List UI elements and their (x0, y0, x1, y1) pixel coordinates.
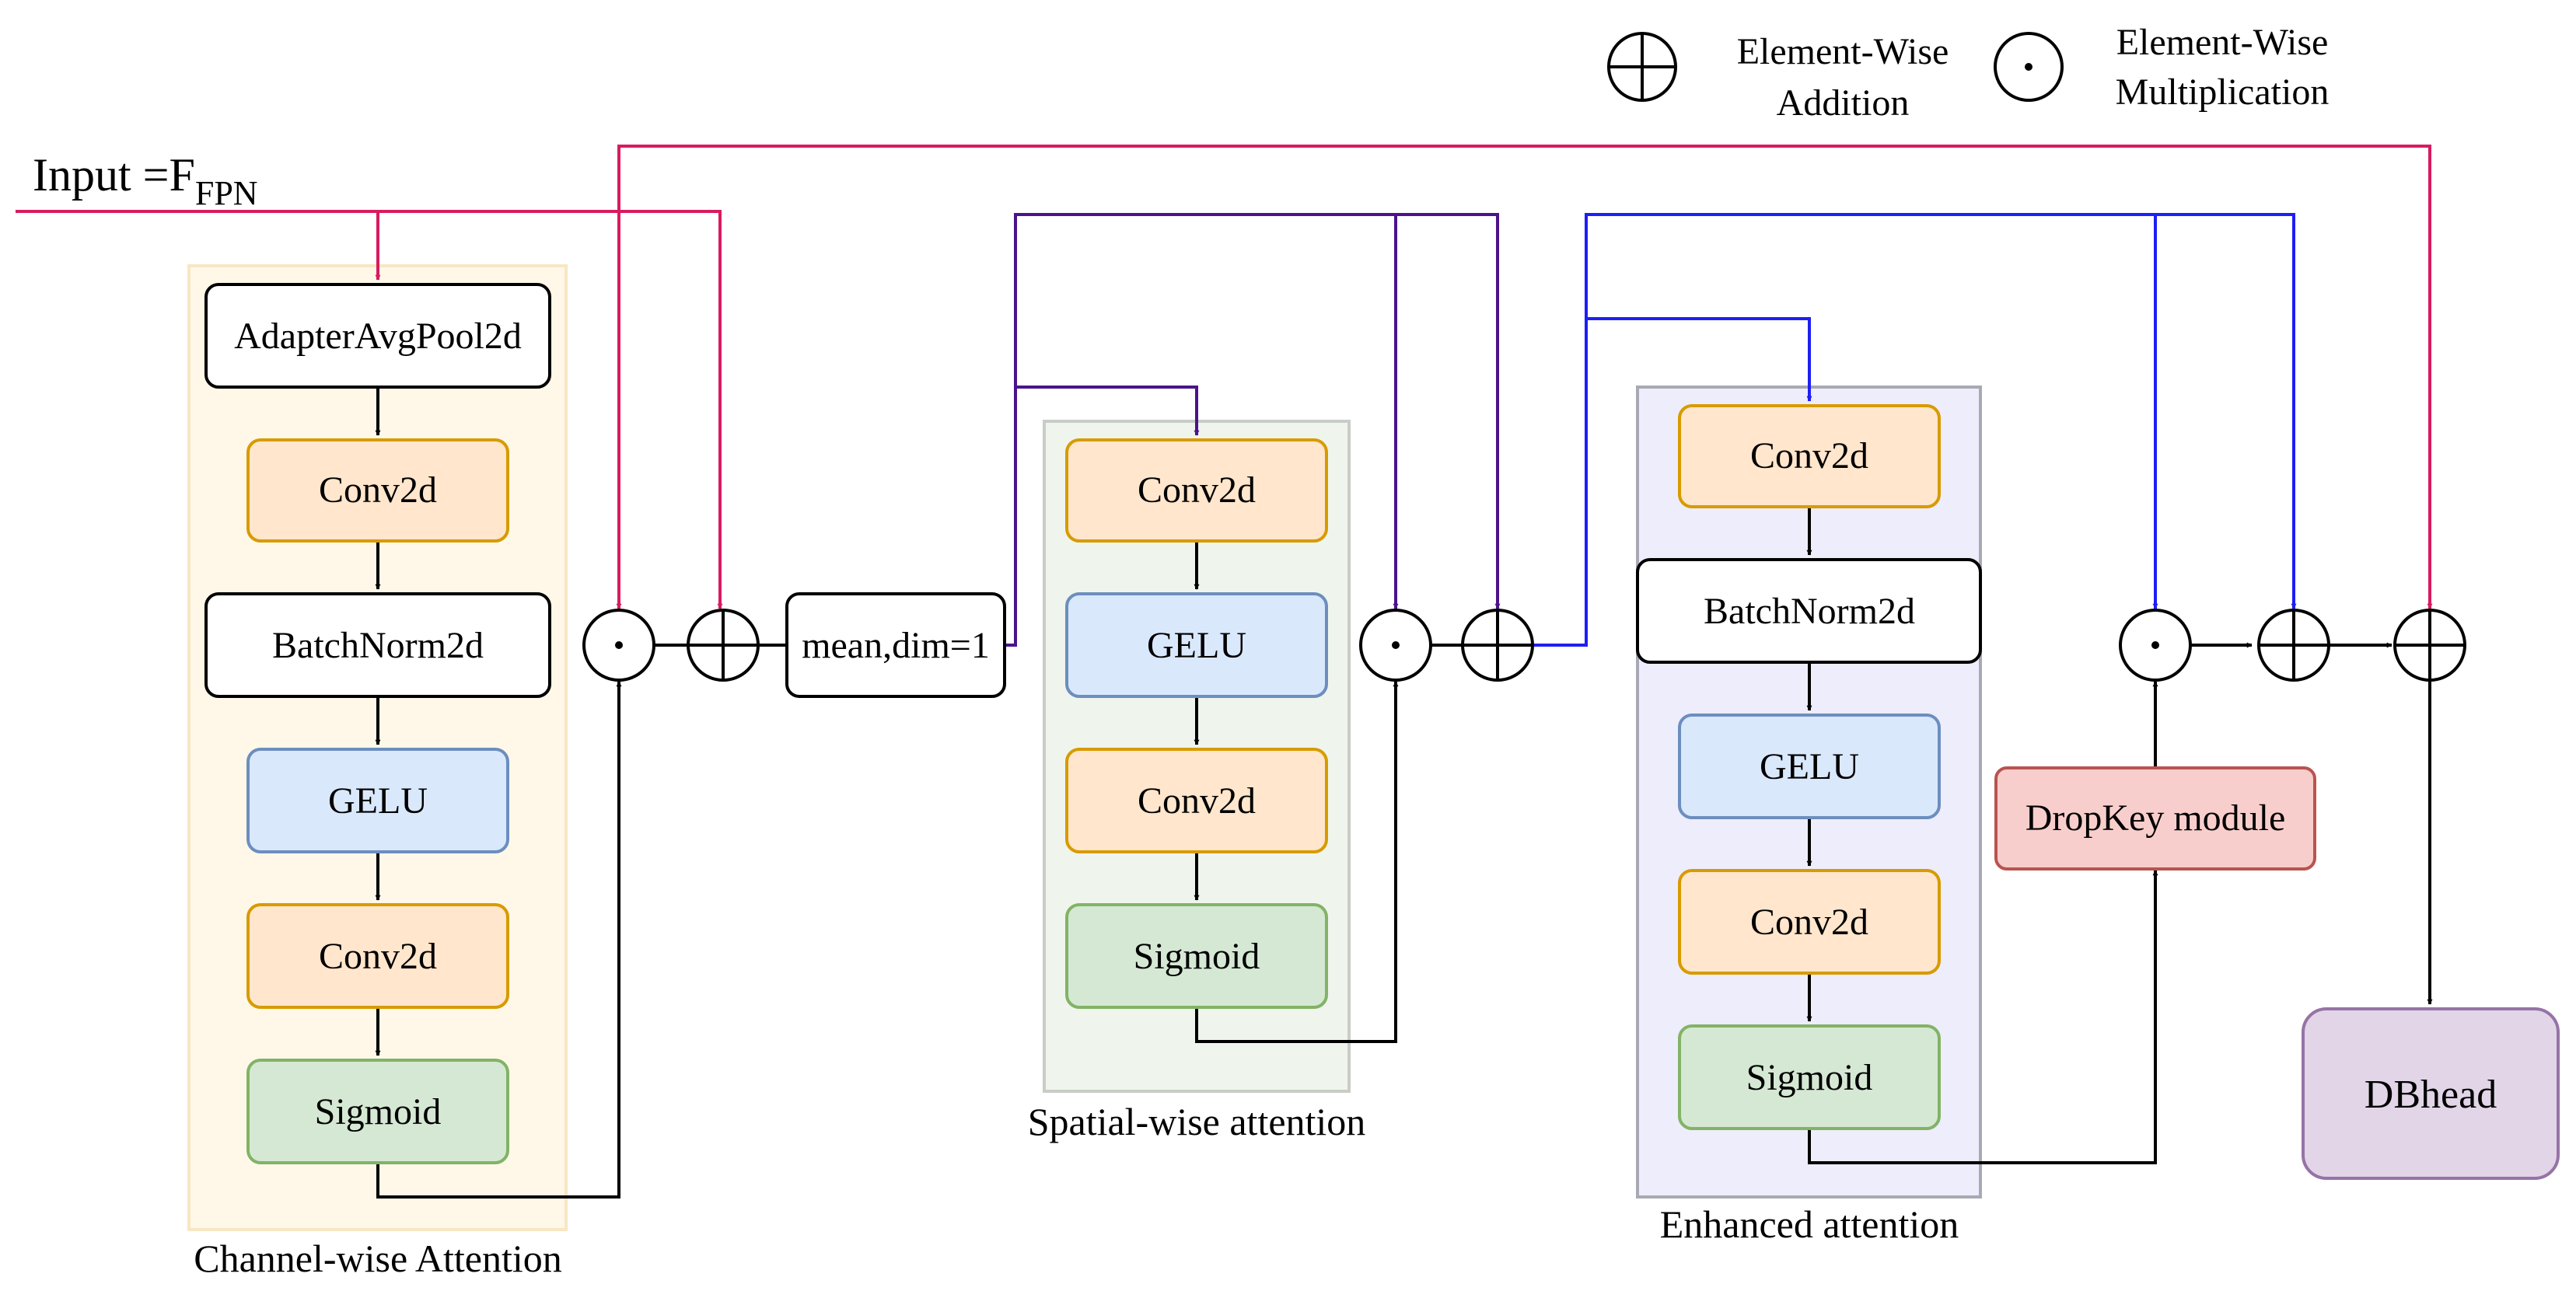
channel-gelu-block: GELU (246, 748, 509, 853)
input-to-add-1-arrow (378, 210, 723, 609)
legend: Element-Wise Addition Element-Wise Multi… (1607, 22, 2330, 124)
add-node-4 (2393, 609, 2466, 682)
spatial-conv-block-2: Conv2d (1065, 748, 1328, 853)
spatial-gelu-block: GELU (1065, 592, 1328, 698)
spatial-attention-blocks: Conv2d GELU Conv2d Sigmoid (1065, 438, 1328, 1009)
enhanced-conv-label-1: Conv2d (1750, 435, 1868, 476)
addition-legend-label-line1: Element-Wise (1737, 31, 1949, 72)
spatial-conv-block-1: Conv2d (1065, 438, 1328, 543)
channel-conv-label-2: Conv2d (319, 936, 437, 977)
channel-avgpool-block: AdapterAvgPool2d (204, 283, 551, 389)
multiplication-legend-label-line1: Element-Wise (2116, 22, 2329, 63)
spatial-conv-label-2: Conv2d (1138, 780, 1256, 822)
channel-avgpool-label: AdapterAvgPool2d (234, 316, 522, 357)
multiply-node-2 (1359, 609, 1432, 682)
input-connectors (16, 145, 2433, 609)
spatial-gelu-label: GELU (1147, 625, 1246, 666)
input-label-text: Input =F (33, 149, 195, 201)
arrow-s-sigmoid-to-multiply-2 (1195, 681, 1399, 1043)
input-label-subscript: FPN (195, 174, 258, 212)
add-node-1 (687, 609, 760, 682)
channel-attention-blocks: AdapterAvgPool2d Conv2d BatchNorm2d GELU… (204, 283, 551, 1164)
channel-conv-block-2: Conv2d (246, 903, 509, 1009)
enhanced-conv-block-1: Conv2d (1678, 404, 1941, 508)
dbhead-block: DBhead (2302, 1007, 2560, 1180)
mean-to-spatial-conv-arrow (1015, 386, 1200, 436)
channel-conv-label-1: Conv2d (319, 469, 437, 511)
enhanced-batchnorm-label: BatchNorm2d (1704, 591, 1915, 632)
arrow-e-sigmoid-to-dropkey (1808, 870, 2158, 1164)
enhanced-gelu-block: GELU (1678, 714, 1941, 819)
spatial-sigmoid-label: Sigmoid (1134, 936, 1260, 977)
add-2-to-add-3-arrow (1533, 213, 2297, 647)
channel-sigmoid-label: Sigmoid (315, 1091, 442, 1132)
multiply-dot-icon (615, 641, 623, 649)
addition-legend-label-line2: Addition (1777, 82, 1910, 124)
multiplication-legend-icon (1994, 32, 2064, 102)
enhanced-attention-blocks: Conv2d BatchNorm2d GELU Conv2d Sigmoid (1636, 404, 1982, 1130)
multiply-dot-icon (2151, 641, 2159, 649)
multiply-node-3 (2119, 609, 2192, 682)
enhanced-connectors (1533, 213, 2297, 647)
add-node-2 (1461, 609, 1534, 682)
channel-gelu-label: GELU (328, 780, 428, 822)
enhanced-conv-label-2: Conv2d (1750, 902, 1868, 943)
multiplication-legend-label-line2: Multiplication (2116, 72, 2330, 113)
channel-conv-block-1: Conv2d (246, 438, 509, 543)
spatial-sigmoid-block: Sigmoid (1065, 903, 1328, 1009)
channel-batchnorm-label: BatchNorm2d (272, 625, 484, 666)
arrow-sigmoid-to-multiply-1 (376, 681, 622, 1199)
add-node-3 (2257, 609, 2330, 682)
dropkey-label: DropKey module (2025, 797, 2286, 839)
enhanced-sigmoid-block: Sigmoid (1678, 1024, 1941, 1130)
dbhead-label: DBhead (2365, 1073, 2497, 1117)
mean-block: mean,dim=1 (785, 592, 1006, 698)
dropkey-block: DropKey module (1994, 766, 2316, 871)
addition-legend-icon (1607, 32, 1677, 102)
mean-to-add-2-arrow (1005, 213, 1501, 647)
enhanced-batchnorm-block: BatchNorm2d (1636, 558, 1982, 664)
channel-sigmoid-block: Sigmoid (246, 1059, 509, 1164)
spatial-attention-caption: Spatial-wise attention (1028, 1100, 1366, 1143)
spatial-connectors (1005, 213, 1501, 647)
channel-attention-caption: Channel-wise Attention (194, 1237, 562, 1280)
multiply-dot-icon (1392, 641, 1400, 649)
add-2-to-enhanced-conv-arrow (1586, 317, 1812, 402)
spatial-conv-label-1: Conv2d (1138, 469, 1256, 511)
enhanced-attention-caption: Enhanced attention (1660, 1202, 1959, 1246)
multiply-node-1 (582, 609, 655, 682)
input-label: Input =FFPN (33, 149, 258, 212)
enhanced-gelu-label: GELU (1760, 746, 1859, 787)
mean-label: mean,dim=1 (802, 625, 990, 666)
black-connectors (375, 387, 2433, 1199)
enhanced-sigmoid-label: Sigmoid (1746, 1057, 1873, 1098)
channel-batchnorm-block: BatchNorm2d (204, 592, 551, 698)
enhanced-conv-block-2: Conv2d (1678, 869, 1941, 975)
